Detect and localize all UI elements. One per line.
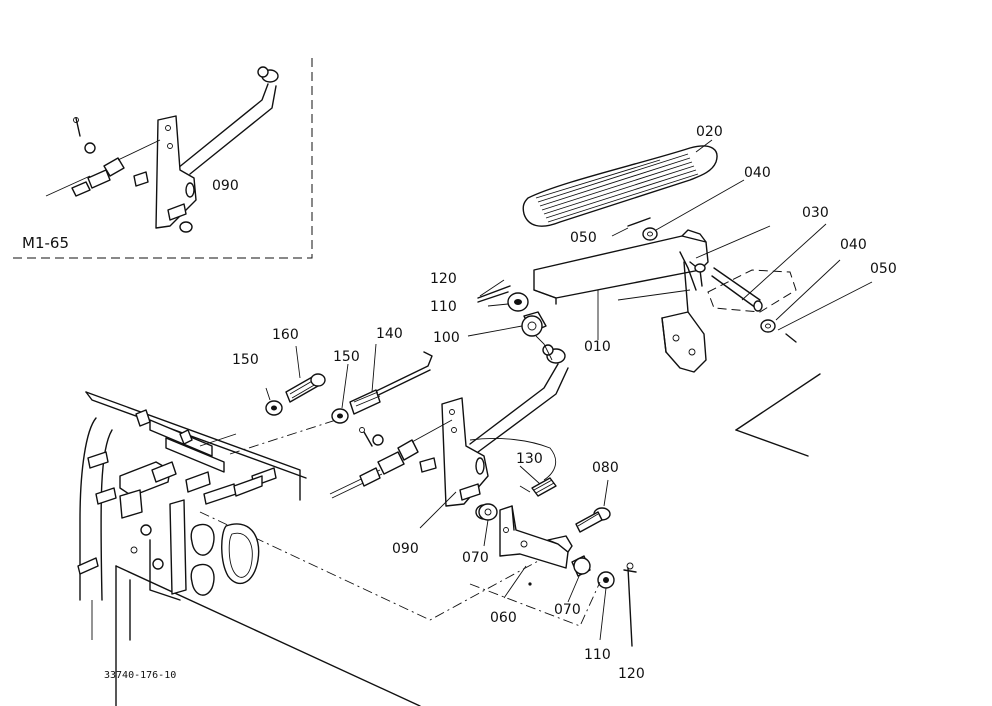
callout-110-lower: 110 <box>584 647 611 663</box>
pin-050-right <box>785 333 797 343</box>
assembly-line-a <box>199 511 541 621</box>
callout-010: 010 <box>584 339 611 355</box>
callout-140: 140 <box>376 326 403 342</box>
cotter-pin-120-upper <box>477 285 511 299</box>
callout-030: 030 <box>802 205 829 221</box>
callout-120-lower: 120 <box>618 666 645 682</box>
leader-lines <box>265 139 713 641</box>
callout-040-upper: 040 <box>744 165 771 181</box>
bolt-080 <box>575 507 611 533</box>
cable-assembly <box>329 419 453 499</box>
pedal-bracket <box>661 261 707 373</box>
callout-050-right: 050 <box>870 261 897 277</box>
pivot-shaft <box>695 223 827 313</box>
pin-050-upper <box>627 217 651 227</box>
drawing-number: 33740-176-10 <box>104 670 176 681</box>
callout-110-upper: 110 <box>430 299 457 315</box>
inset-callout-090: 090 <box>212 178 239 194</box>
pedal-arm <box>533 229 709 305</box>
chassis-frame <box>77 391 421 706</box>
inset-m1-65 <box>10 58 313 259</box>
inset-rod <box>177 83 269 169</box>
washer-040-upper <box>642 227 658 241</box>
cable-140 <box>349 351 433 415</box>
callout-120-upper: 120 <box>430 271 457 287</box>
inset-cotter-pin <box>75 117 81 137</box>
callout-090: 090 <box>392 541 419 557</box>
inset-border <box>10 58 313 259</box>
callout-130: 130 <box>516 451 543 467</box>
washer-040-right <box>760 319 776 333</box>
inset-pin <box>179 221 193 233</box>
callout-160: 160 <box>272 327 299 343</box>
callout-150-left: 150 <box>232 352 259 368</box>
callout-080: 080 <box>592 460 619 476</box>
callout-070-right: 070 <box>554 602 581 618</box>
callout-070-left: 070 <box>462 550 489 566</box>
bushing-070-a <box>478 503 498 521</box>
callout-050-upper: 050 <box>570 230 597 246</box>
assembly-line-b <box>469 581 601 627</box>
callout-060: 060 <box>490 610 517 626</box>
inset-lever <box>155 115 197 229</box>
bolt-160 <box>285 373 326 403</box>
callout-020: 020 <box>696 124 723 140</box>
frame-corner-right <box>735 373 821 431</box>
bolt-130 <box>519 465 557 497</box>
callout-100: 100 <box>433 330 460 346</box>
pedal-rod <box>469 335 569 453</box>
callout-150-right: 150 <box>333 349 360 365</box>
callout-040-right: 040 <box>840 237 867 253</box>
bracket-060 <box>499 505 573 586</box>
assembly-line-c <box>229 419 337 455</box>
cotter-pin-120-lower <box>627 567 633 647</box>
pedal-pad <box>522 145 718 227</box>
inset-title: M1-65 <box>22 234 69 252</box>
